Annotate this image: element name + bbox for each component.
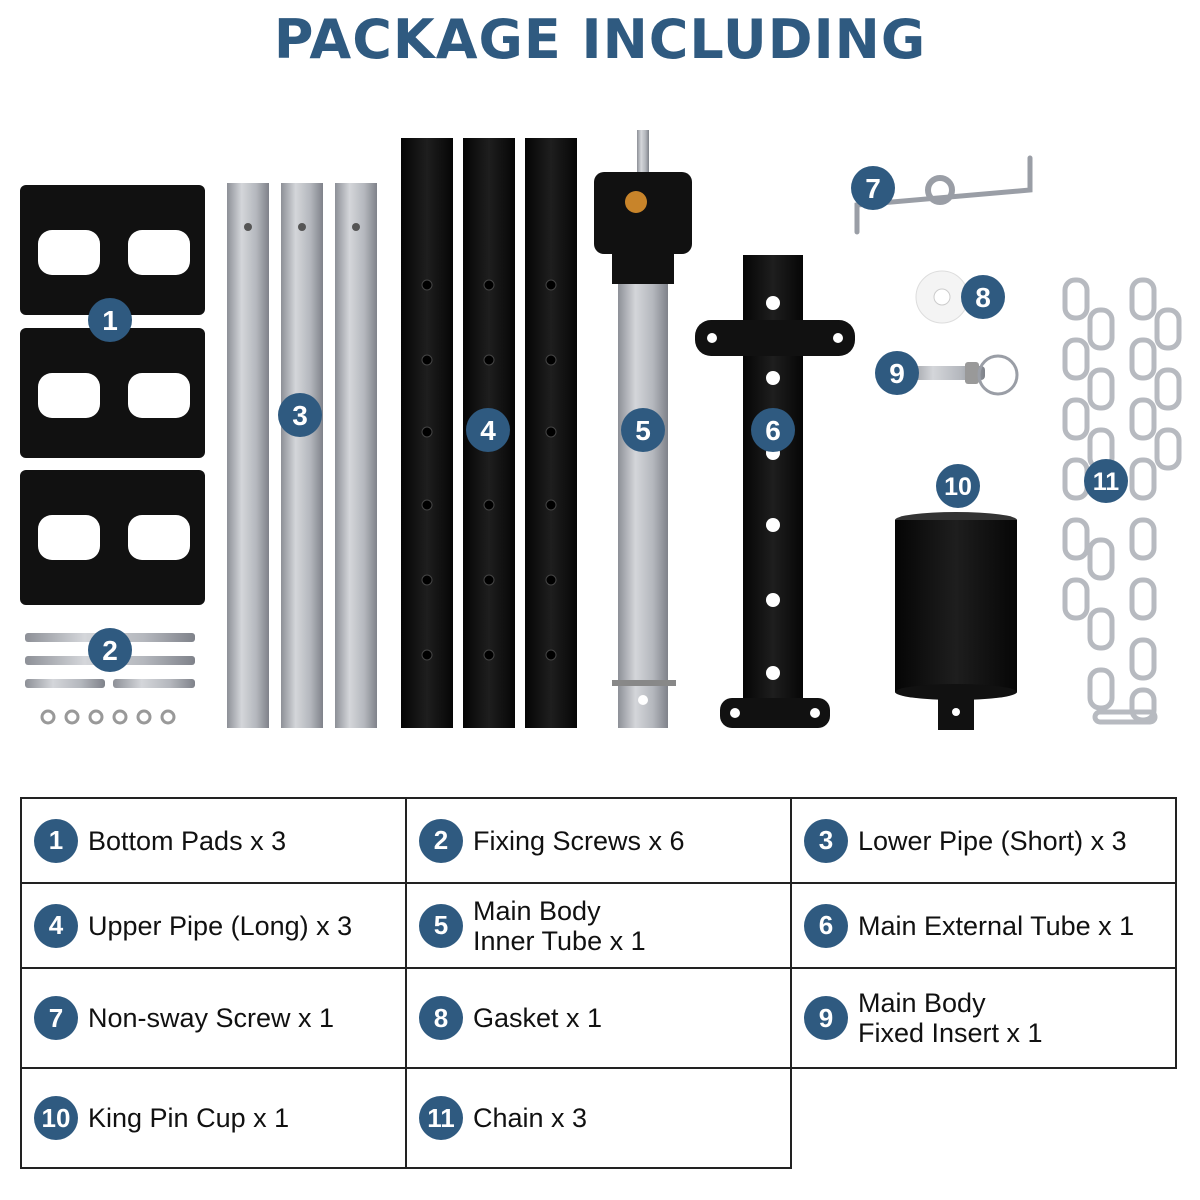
badge-1-text: 1 (102, 305, 118, 336)
badge-1: 1 (88, 298, 132, 342)
legend-cell: 1 Bottom Pads x 3 (20, 797, 407, 884)
legend-cell: 8 Gasket x 1 (405, 967, 792, 1069)
parts-illustration: 1 2 3 4 5 6 7 8 9 10 11 (20, 130, 1182, 730)
legend-label: Main External Tube x 1 (858, 910, 1135, 941)
badge-5: 5 (621, 408, 665, 452)
number-badges: 1 2 3 4 5 6 7 8 9 10 11 (88, 166, 1128, 672)
badge-4-text: 4 (480, 415, 496, 446)
badge-8-text: 8 (975, 282, 991, 313)
badge-9: 9 (875, 351, 919, 395)
legend-number: 3 (804, 818, 848, 863)
badge-6: 6 (751, 408, 795, 452)
legend-cell: 10 King Pin Cup x 1 (20, 1067, 407, 1169)
bottom-pads (20, 185, 205, 605)
legend-cell: 11 Chain x 3 (405, 1067, 792, 1169)
legend-label: Main Body Fixed Insert x 1 (858, 988, 1043, 1048)
badge-3-text: 3 (292, 400, 308, 431)
badge-5-text: 5 (635, 415, 651, 446)
bottom-pad (20, 185, 205, 315)
legend-label: Main Body Inner Tube x 1 (473, 895, 646, 956)
badge-3: 3 (278, 393, 322, 437)
king-pin-cup (895, 512, 1017, 730)
badge-4: 4 (466, 408, 510, 452)
lower-pipes (227, 183, 377, 728)
legend-number: 9 (804, 996, 848, 1040)
legend-cell: 4 Upper Pipe (Long) x 3 (20, 882, 407, 969)
badge-10: 10 (936, 464, 980, 508)
legend-cell: 7 Non-sway Screw x 1 (20, 967, 407, 1069)
legend-cell: 2 Fixing Screws x 6 (405, 797, 792, 884)
legend-label: Upper Pipe (Long) x 3 (88, 910, 353, 941)
badge-11: 11 (1084, 459, 1128, 503)
non-sway-screw (854, 155, 1033, 235)
chains (1062, 277, 1182, 725)
legend-table: 1 Bottom Pads x 3 2 Fixing Screws x 6 3 Low… (20, 797, 1177, 1169)
badge-11-text: 11 (1093, 468, 1120, 496)
legend-label: Bottom Pads x 3 (88, 825, 287, 856)
legend-label: Fixing Screws x 6 (473, 825, 685, 856)
page-title: PACKAGE INCLUDING (273, 8, 927, 71)
legend-label: Non-sway Screw x 1 (88, 1003, 335, 1033)
legend-label: Chain x 3 (473, 1103, 588, 1133)
fixed-insert-pin (905, 354, 1019, 396)
gasket (915, 270, 969, 324)
legend-number: 4 (34, 903, 78, 948)
inner-tube (594, 130, 692, 728)
legend-number: 7 (34, 996, 78, 1040)
bottom-pad (20, 470, 205, 605)
legend-number: 2 (419, 818, 463, 863)
badge-2-text: 2 (102, 635, 118, 666)
bottom-pad (20, 328, 205, 458)
legend-cell: 3 Lower Pipe (Short) x 3 (790, 797, 1177, 884)
badge-7: 7 (851, 166, 895, 210)
legend-label: King Pin Cup x 1 (88, 1103, 290, 1133)
external-tube (695, 255, 855, 728)
badge-6-text: 6 (765, 415, 781, 446)
legend-label: Gasket x 1 (473, 1003, 603, 1033)
legend-cell: 6 Main External Tube x 1 (790, 882, 1177, 969)
legend-number: 11 (419, 1096, 463, 1140)
legend-number: 10 (34, 1096, 78, 1140)
legend-number: 6 (804, 903, 848, 948)
legend-number: 1 (34, 818, 78, 863)
badge-8: 8 (961, 275, 1005, 319)
badge-9-text: 9 (889, 358, 905, 389)
legend-label: Lower Pipe (Short) x 3 (858, 825, 1127, 856)
badge-7-text: 7 (865, 173, 881, 204)
legend-number: 5 (419, 903, 463, 948)
legend-number: 8 (419, 996, 463, 1040)
badge-2: 2 (88, 628, 132, 672)
badge-10-text: 10 (944, 473, 972, 501)
legend-empty-cell (790, 1067, 1176, 1168)
